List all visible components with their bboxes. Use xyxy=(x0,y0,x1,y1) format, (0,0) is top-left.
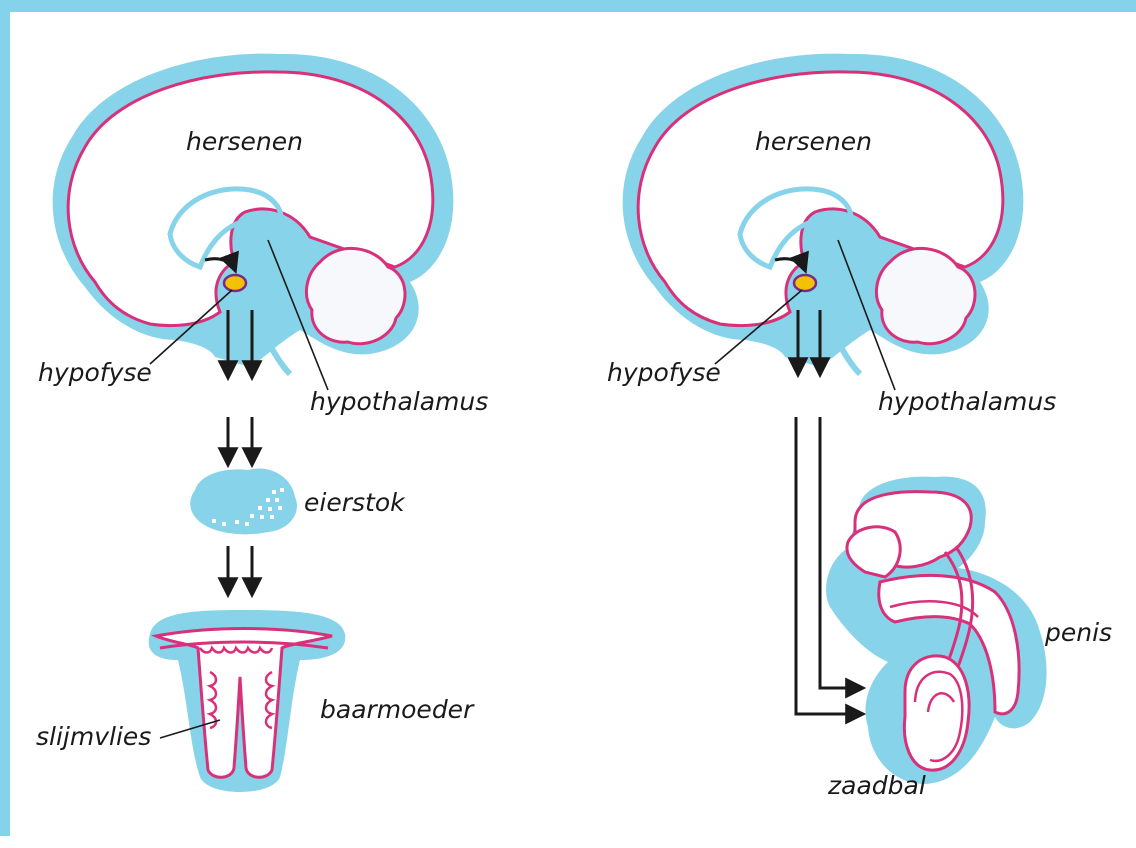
male-hypothalamus-label: hypothalamus xyxy=(878,389,1056,414)
female-brain-label: hersenen xyxy=(186,129,303,154)
male-brain xyxy=(623,54,1024,390)
female-hypothalamus-label: hypothalamus xyxy=(310,389,488,414)
female-arrows-ovary xyxy=(228,546,252,594)
lining-label: slijmvlies xyxy=(36,724,151,749)
male-pituitary-label: hypofyse xyxy=(607,360,721,385)
female-pituitary-label: hypofyse xyxy=(38,360,152,385)
penis-label: penis xyxy=(1045,620,1112,645)
uterus xyxy=(149,610,346,792)
ovary xyxy=(190,469,297,535)
diagram-svg xyxy=(10,12,1136,848)
male-brain-label: hersenen xyxy=(755,129,872,154)
male-organs xyxy=(826,477,1046,784)
male-arrows-brain xyxy=(796,310,862,714)
ovary-label: eierstok xyxy=(304,490,405,515)
uterus-label: baarmoeder xyxy=(320,697,473,722)
testis-label: zaadbal xyxy=(828,773,926,798)
